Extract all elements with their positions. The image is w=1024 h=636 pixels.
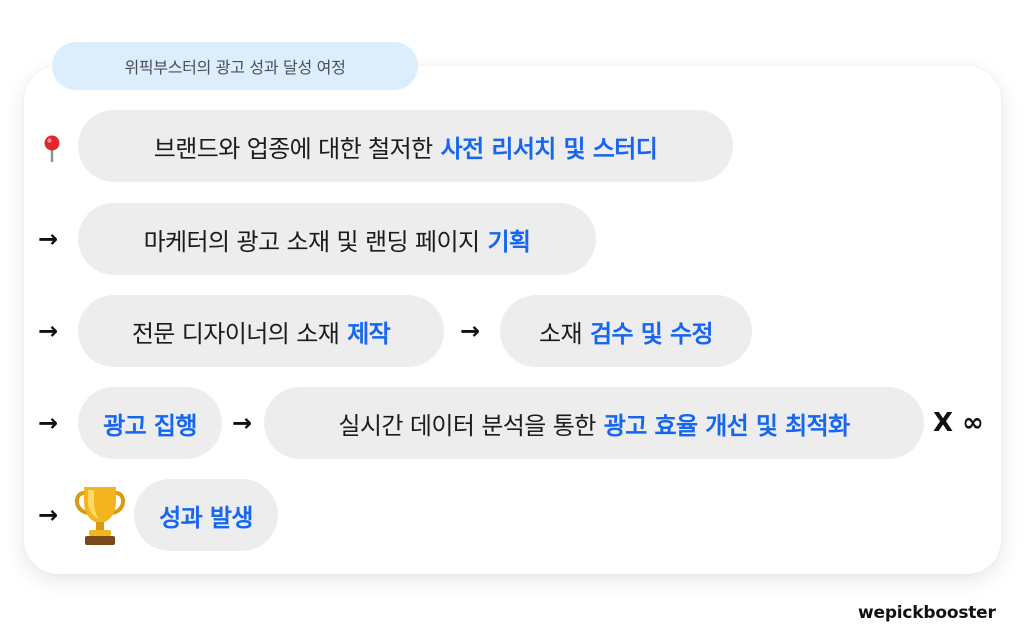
right-arrow-icon: → bbox=[38, 501, 59, 529]
step-text: 전문 디자이너의 소재 bbox=[131, 319, 340, 348]
repeat-infinity-label: X ∞ bbox=[933, 408, 984, 438]
step-highlight: 사전 리서치 및 스터디 bbox=[440, 134, 658, 163]
step-highlight: 광고 집행 bbox=[103, 411, 197, 440]
title-text: 위픽부스터의 광고 성과 달성 여정 bbox=[124, 58, 346, 77]
step-pill-execution: 광고 집행 bbox=[78, 387, 222, 459]
right-arrow-icon: → bbox=[460, 317, 481, 345]
step-highlight: 광고 효율 개선 및 최적화 bbox=[603, 411, 850, 440]
step-text: 브랜드와 업종에 대한 철저한 bbox=[153, 134, 433, 163]
step-highlight: 검수 및 수정 bbox=[590, 319, 714, 348]
right-arrow-icon: → bbox=[232, 409, 253, 437]
brand-logo-text: wepickbooster bbox=[858, 603, 996, 623]
step-text: 마케터의 광고 소재 및 랜딩 페이지 bbox=[143, 227, 480, 256]
step-text: 실시간 데이터 분석을 통한 bbox=[338, 411, 596, 440]
step-pill-result: 성과 발생 bbox=[134, 479, 278, 551]
right-arrow-icon: → bbox=[38, 409, 59, 437]
title-badge: 위픽부스터의 광고 성과 달성 여정 bbox=[52, 42, 418, 90]
round-pushpin-icon bbox=[44, 135, 60, 162]
right-arrow-icon: → bbox=[38, 317, 59, 345]
step-highlight: 제작 bbox=[347, 319, 391, 348]
trophy-icon bbox=[75, 487, 125, 545]
right-arrow-icon: → bbox=[38, 225, 59, 253]
step-text: 소재 bbox=[539, 319, 583, 348]
step-row-result: → 성과 발생 bbox=[0, 479, 1024, 551]
step-highlight: 성과 발생 bbox=[159, 503, 253, 532]
step-highlight: 기획 bbox=[487, 227, 531, 256]
